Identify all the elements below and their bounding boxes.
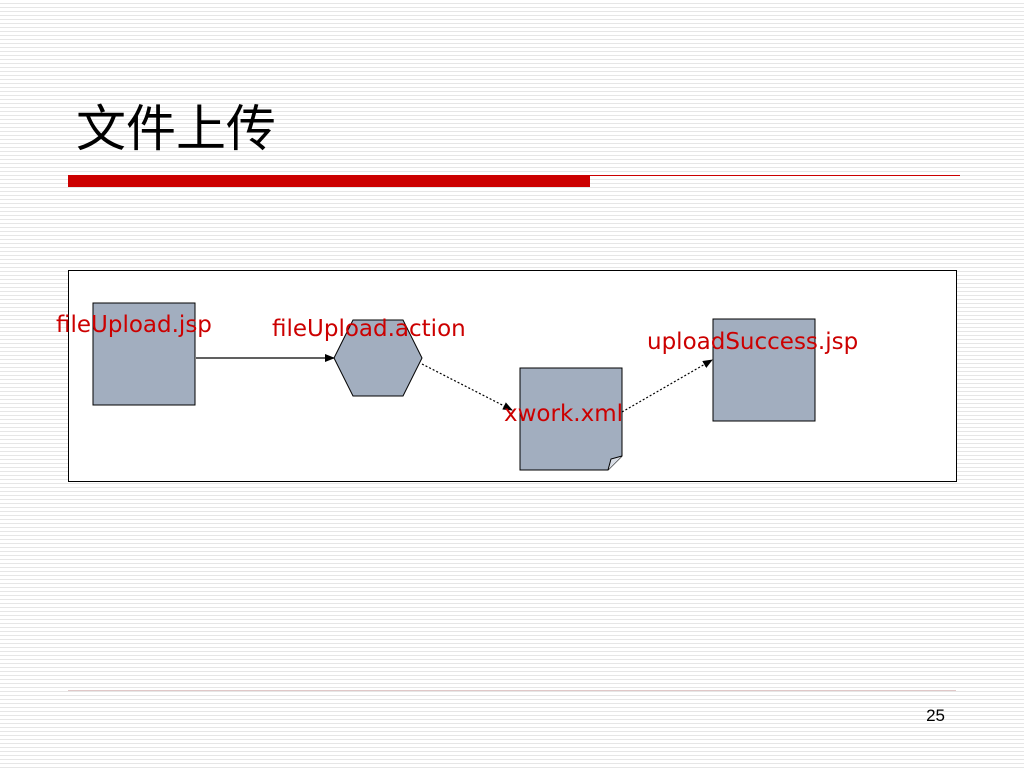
title-underline-thick [68, 175, 590, 187]
page-number: 25 [926, 706, 945, 725]
node-fileupload-action [333, 319, 423, 397]
folded-corner [607, 455, 623, 471]
node-fileupload-jsp [92, 302, 196, 406]
label-fileupload-jsp: fileUpload.jsp [56, 312, 212, 338]
label-fileupload-action: fileUpload.action [272, 316, 466, 342]
label-uploadsuccess-jsp: uploadSuccess.jsp [647, 329, 859, 355]
node-uploadsuccess-jsp [712, 318, 816, 422]
label-xwork-xml: xwork.xml [504, 401, 623, 427]
footer-divider [68, 690, 956, 691]
edge-xwork-to-success [621, 359, 713, 413]
slide-title: 文件上传 [76, 100, 276, 158]
edge-action-to-xwork [421, 363, 513, 411]
title-underline-thin [590, 175, 960, 176]
